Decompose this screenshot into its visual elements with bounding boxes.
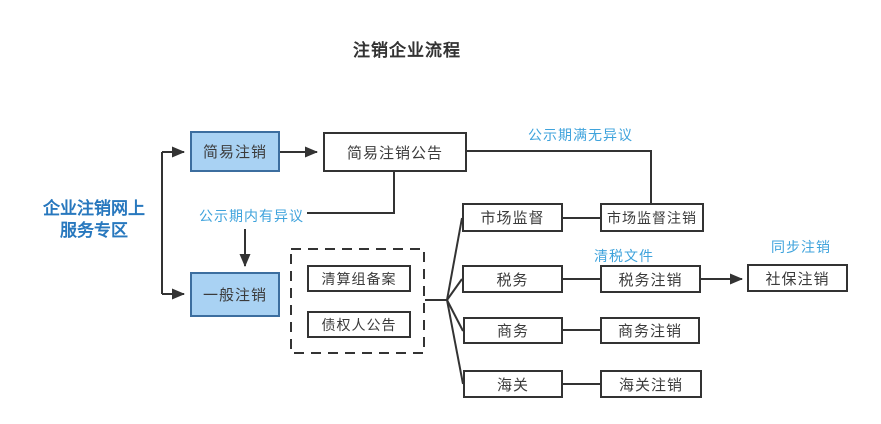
node-customs: 海关 (463, 370, 563, 398)
node-tax: 税务 (462, 265, 563, 293)
label-sync-cancel: 同步注销 (771, 239, 831, 255)
node-general-deregistration: 一般注销 (190, 272, 280, 317)
node-customs-cancel: 海关注销 (600, 370, 702, 398)
node-commerce: 商务 (463, 317, 563, 344)
online-service-zone-label-line1: 企业注销网上 (43, 199, 145, 218)
node-market-supervision: 市场监督 (462, 203, 563, 232)
edge-fan-tax (446, 278, 463, 301)
node-social-security-cancel: 社保注销 (747, 264, 848, 292)
online-service-zone-label-line2: 服务专区 (60, 221, 128, 240)
edge-fan-customs (446, 299, 464, 385)
edge-no-objection (467, 150, 652, 203)
online-service-zone-label: 企业注销网上 服务专区 (18, 198, 170, 242)
edge-fan-commerce (446, 299, 464, 332)
label-tax-clearance: 清税文件 (594, 248, 654, 264)
node-simple-deregistration-notice: 简易注销公告 (323, 132, 467, 172)
node-creditor-announcement: 债权人公告 (307, 311, 411, 338)
label-objection: 公示期内有异议 (199, 208, 304, 224)
node-tax-cancel: 税务注销 (600, 265, 701, 293)
node-simple-deregistration: 简易注销 (190, 131, 280, 172)
node-commerce-cancel: 商务注销 (600, 317, 700, 344)
page-title: 注销企业流程 (353, 41, 461, 60)
label-no-objection: 公示期满无异议 (528, 127, 633, 143)
node-market-supervision-cancel: 市场监督注销 (600, 203, 704, 232)
edge-objection (307, 172, 395, 214)
node-liquidation-group-filing: 清算组备案 (307, 265, 411, 292)
edge-fan-market (446, 217, 463, 301)
